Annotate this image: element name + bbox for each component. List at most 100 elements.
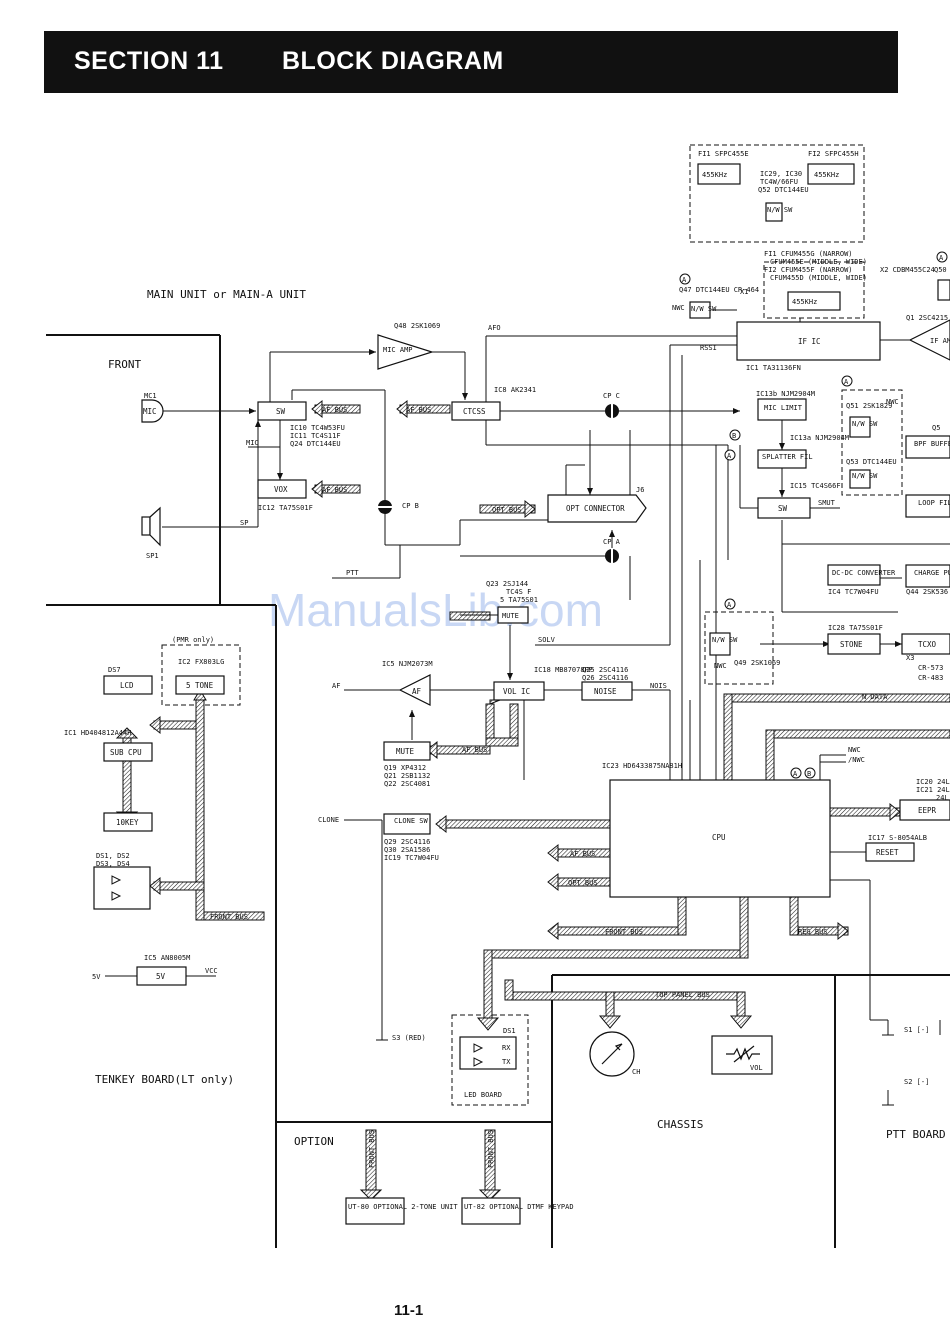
- front-label: FRONT: [108, 358, 141, 371]
- if-ic-block: IF IC: [798, 337, 821, 346]
- lbl-ic4: IC4 TC7W04FU: [828, 588, 879, 596]
- lbl-ic22: 24L: [936, 794, 949, 802]
- lbl-q24: Q24 DTC144EU: [290, 440, 341, 448]
- block-shapes: [93, 163, 950, 1225]
- vol-ic-block: VOL IC: [503, 687, 530, 696]
- marker-a-3: A: [727, 452, 732, 460]
- lbl-ic12: IC12 TA75S01F: [258, 504, 313, 512]
- lbl-ic29: IC29, IC30: [760, 170, 802, 178]
- ut82-block: UT-82 OPTIONAL DTMF KEYPAD: [464, 1203, 574, 1211]
- lbl-tx: TX: [502, 1058, 511, 1066]
- lbl-solv: SOLV: [538, 636, 556, 644]
- lbl-ic15: IC15 TC4S66F: [790, 482, 841, 490]
- mic-block: MIC: [143, 407, 157, 416]
- lbl-q53: Q53 DTC144EU: [846, 458, 897, 466]
- lbl-afo: AFO: [488, 324, 501, 332]
- lbl-tc4w: TC4W/66FU: [760, 178, 798, 186]
- lbl-q52: Q52 DTC144EU: [758, 186, 809, 194]
- lbl-nwc-1: NWC: [886, 398, 899, 406]
- lbl-q51: Q51 2SK1829: [846, 402, 892, 410]
- lbl-q30: Q30 2SA1586: [384, 846, 430, 854]
- filter-455-a: 455KHz: [702, 171, 727, 179]
- lbl-q25: Q25 2SC4116: [582, 666, 628, 674]
- splatter-block: SPLATTER FIL: [762, 453, 813, 461]
- lbl-ic1a: IC1 HD404812A44H: [64, 729, 131, 737]
- lbl-fi2c: CFUM455D (MIDDLE, WIDE): [770, 274, 867, 282]
- lbl-x3: X3: [906, 654, 914, 662]
- lbl-cpb: CP B: [402, 502, 419, 510]
- lbl-ic10: IC10 TC4W53FU: [290, 424, 345, 432]
- lbl-q48: Q48 2SK1069: [394, 322, 440, 330]
- circled-markers: [679, 251, 948, 779]
- lbl-ic2: IC2 FX803LG: [178, 658, 224, 666]
- lbl-q44: Q44 2SK536: [906, 588, 948, 596]
- chassis-label: CHASSIS: [657, 1118, 703, 1131]
- lbl-tc4s2: 5 TA75S01: [500, 596, 538, 604]
- lbl-vcc: VCC: [205, 967, 218, 975]
- lbl-q26: Q26 2SC4116: [582, 674, 628, 682]
- lbl-nwc-4: NWC: [848, 746, 861, 754]
- lbl-q50: Q50 2S: [934, 266, 950, 274]
- marker-b-2: B: [807, 770, 811, 778]
- coupler-gaps: [377, 403, 613, 564]
- lbl-x1: X1: [740, 288, 748, 296]
- lbl-ic19: IC19 TC7W04FU: [384, 854, 439, 862]
- five-tone-block: 5 TONE: [186, 681, 214, 690]
- sw1-block: SW: [276, 407, 286, 416]
- lbl-ic11: IC11 TC4S11F: [290, 432, 341, 440]
- bus-front-4: FRONT BUS: [487, 1130, 495, 1168]
- bus-af-2: AF BUS: [406, 406, 431, 414]
- lbl-fi2a: FI2 SFPC455H: [808, 150, 859, 158]
- tenkey-block: 10KEY: [116, 818, 139, 827]
- lbl-ic17: IC17 S-8054ALB: [868, 834, 927, 842]
- tenkey-board-label: TENKEY BOARD(LT only): [95, 1073, 234, 1086]
- marker-b-1: B: [732, 432, 736, 440]
- marker-a-2: A: [844, 378, 849, 386]
- bus-af-3: AF BUS: [322, 486, 347, 494]
- region-frames: [46, 334, 950, 1248]
- marker-a-4: A: [727, 601, 732, 609]
- bus-opt-1: OPT BUS: [492, 506, 522, 514]
- bus-n-data: N DATA: [862, 693, 888, 701]
- opt-connector-block: OPT CONNECTOR: [566, 504, 625, 513]
- lbl-q23: Q23 2SJ144: [486, 580, 528, 588]
- speaker-icon: [141, 506, 161, 547]
- led-icon: [111, 875, 484, 1067]
- lbl-smut: SMUT: [818, 499, 836, 507]
- block-labels: MIC SW VOX MIC AMP CTCSS OPT CONNECTOR M…: [110, 171, 950, 1211]
- pmr-only-label: (PMR only): [172, 636, 214, 644]
- filter-455-b: 455KHz: [814, 171, 839, 179]
- bus-front-2: FRONT BUS: [605, 928, 643, 936]
- switch-icons: [376, 1020, 941, 1106]
- lbl-nwc-2: NWC: [672, 304, 685, 312]
- ptt-board-label: PTT BOARD: [886, 1128, 946, 1141]
- led-board-label: LED BOARD: [464, 1091, 502, 1099]
- nw-sw-2: N/W SW: [852, 472, 878, 480]
- lbl-ic5b: IC5 AN8005M: [144, 954, 190, 962]
- eeprom-block: EEPR: [918, 806, 937, 815]
- ut80-block: UT-80 OPTIONAL 2-TONE UNIT: [348, 1203, 458, 1211]
- section-title: BLOCK DIAGRAM: [282, 47, 504, 75]
- mute2-block: MUTE: [396, 747, 415, 756]
- marker-a-5: A: [793, 770, 798, 778]
- sw2-block: SW: [778, 504, 788, 513]
- lbl-ic18: IC18 MB87078PF: [534, 666, 593, 674]
- stone-block: STONE: [840, 640, 863, 649]
- lbl-rssi: RSSI: [700, 344, 717, 352]
- vol-label: VOL: [750, 1064, 763, 1072]
- mute1-block: MUTE: [502, 612, 519, 620]
- marker-a-1: A: [682, 276, 687, 284]
- lbl-q19: Q19 XP4312: [384, 764, 426, 772]
- lbl-ptt: PTT: [346, 569, 359, 577]
- nw-sw-5: N/W SW: [712, 636, 738, 644]
- af-amp-block: AF: [412, 687, 422, 696]
- lbl-q21: Q21 2SB1132: [384, 772, 430, 780]
- lbl-sp: SP: [240, 519, 248, 527]
- lbl-cr573: CR-573: [918, 664, 943, 672]
- bus-front-3: FRONT BUS: [368, 1130, 376, 1168]
- lbl-nwc-3: NWC: [714, 662, 727, 670]
- lbl-j6: J6: [636, 486, 644, 494]
- mic-limit-block: MIC LIMIT: [764, 404, 803, 412]
- lbl-nois: NOIS: [650, 682, 667, 690]
- lbl-q49: Q49 2SK1069: [734, 659, 780, 667]
